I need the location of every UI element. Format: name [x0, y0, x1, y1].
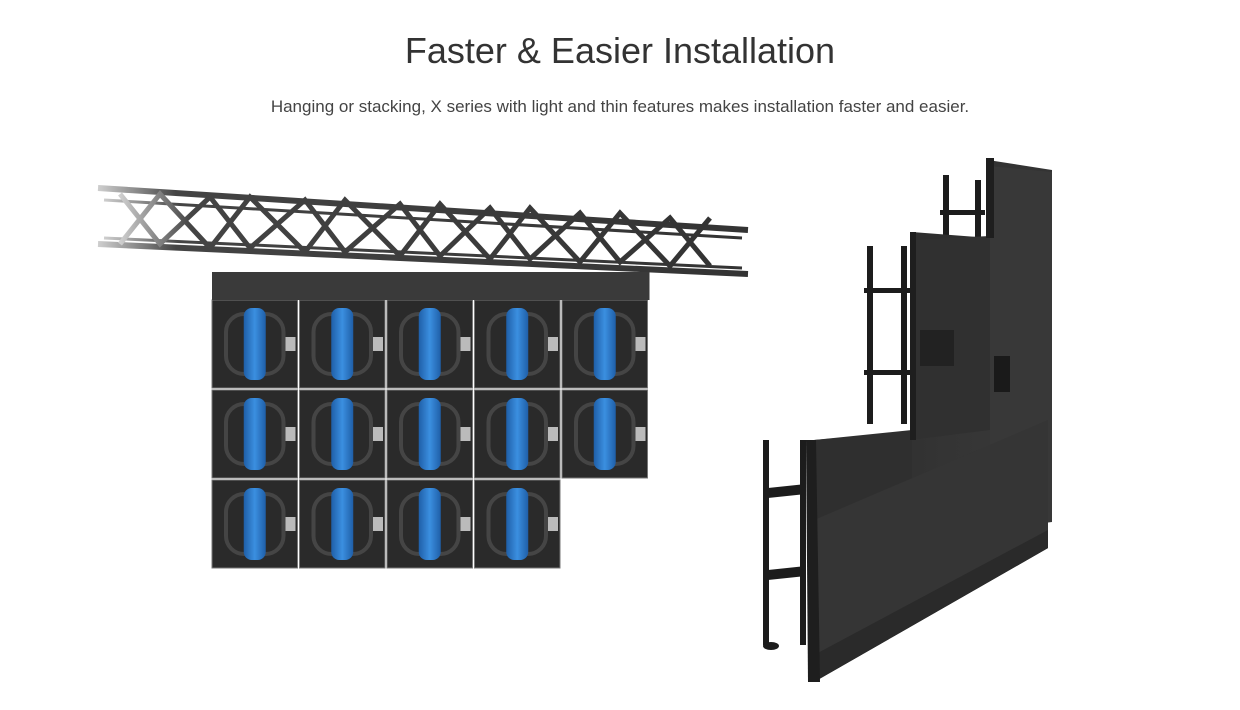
support-frames	[763, 175, 985, 650]
page-subtitle: Hanging or stacking, X series with light…	[270, 97, 970, 116]
led-cabinet	[561, 389, 648, 479]
led-cabinet	[299, 299, 386, 389]
hanging-led-wall	[211, 272, 650, 569]
led-cabinet	[386, 299, 473, 389]
led-cabinet	[474, 299, 561, 389]
led-cabinet	[561, 299, 648, 389]
led-cabinet	[299, 479, 386, 569]
truss	[97, 185, 749, 277]
led-cabinet	[211, 479, 298, 569]
led-cabinet	[474, 389, 561, 479]
led-cabinet	[211, 299, 298, 389]
led-cabinet	[386, 389, 473, 479]
led-cabinet	[299, 389, 386, 479]
led-cabinet	[386, 479, 473, 569]
page-title: Faster & Easier Installation	[404, 30, 836, 71]
hanging-bar	[212, 272, 650, 300]
stacked-led-wall	[806, 158, 1052, 682]
hanging-installation-image	[97, 185, 749, 569]
stacking-installation-image	[763, 158, 1052, 682]
led-cabinet	[211, 389, 298, 479]
led-cabinet	[474, 479, 561, 569]
